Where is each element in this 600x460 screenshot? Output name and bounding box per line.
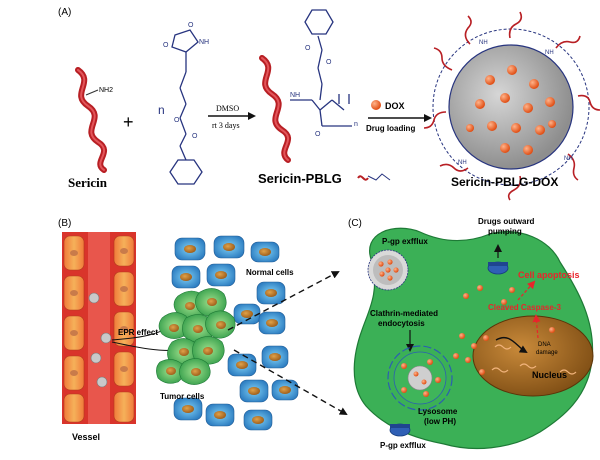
cell-apoptosis-label: Cell apoptosis: [518, 270, 580, 280]
normal-cells-label: Normal cells: [246, 268, 294, 277]
panel-c-label: (C): [348, 218, 362, 229]
nucleus-entry-arrow: [495, 336, 528, 354]
lysosome-label-1: Lysosome: [418, 407, 458, 416]
tumor-cells: [156, 288, 236, 385]
nca-o-side: O: [192, 133, 198, 140]
cleaved-caspase-label: Cleaved Caspase-3: [488, 303, 561, 312]
sericin-helix: [75, 67, 107, 173]
pgp-pump-top: [487, 244, 509, 275]
pgp-label-bottom: P-gp exfflux: [380, 441, 426, 450]
sericin-pblg-dox-nanoparticle: [423, 11, 600, 201]
clathrin-label-1: Clathrin-mediated: [370, 309, 438, 318]
pblg-nh: NH: [290, 92, 300, 99]
pgp-label-top: P-gp exfflux: [382, 237, 428, 246]
plus-sign: +: [123, 112, 134, 132]
nanoparticle-nh-3: NH: [564, 156, 573, 162]
sericin-pblg-legend-icon: [357, 173, 391, 181]
nucleus-label: Nucleus: [532, 370, 567, 380]
clathrin-label-2: endocytosis: [378, 319, 425, 328]
lysosome-label-2: (low PH): [424, 417, 456, 426]
panel-a-label: (A): [58, 7, 71, 18]
sericin-label: Sericin: [68, 175, 108, 190]
zoom-connector-top: [227, 271, 340, 331]
n-label: n: [158, 103, 165, 117]
reaction-condition-rt: rt 3 days: [212, 121, 240, 130]
nanoparticle-entering: [367, 249, 409, 291]
nca-o-top: O: [188, 22, 194, 29]
epr-effect-label: EPR effect: [118, 328, 158, 337]
pblg-o-2: O: [326, 59, 332, 66]
zoom-connector-bottom: [233, 349, 348, 415]
nca-monomer-structure: [169, 29, 203, 185]
nanoparticle-nh-1: NH: [479, 40, 488, 46]
sericin-pblg-label: Sericin-PBLG: [258, 171, 342, 186]
tumor-cells-label: Tumor cells: [160, 392, 205, 401]
released-dox: [453, 285, 555, 375]
blood-vessel: [62, 232, 136, 424]
dna-strands: [491, 344, 577, 375]
pblg-o-1: O: [305, 45, 311, 52]
dna-damage-label-2: damage: [536, 350, 558, 356]
caspase-to-apoptosis-arrow: [517, 280, 536, 301]
lysosome: [387, 345, 453, 411]
drug-loading-label: Drug loading: [366, 124, 415, 133]
nca-o-mid: O: [174, 117, 180, 124]
nh2-label: NH2: [99, 87, 113, 94]
normal-cells: [171, 235, 299, 431]
dna-damage-label-1: DNA: [538, 342, 551, 348]
dna-to-caspase-arrow: [532, 314, 541, 339]
drugs-outward-label-2: pumping: [488, 227, 522, 236]
dox-icon: [371, 100, 381, 110]
nanoparticle-nh-2: NH: [545, 50, 554, 56]
vessel-label: Vessel: [72, 432, 100, 442]
sericin-pblg-structure: [259, 9, 352, 163]
pgp-pump-bottom: [389, 423, 411, 437]
dox-label: DOX: [385, 101, 405, 111]
nanoparticle-nh-4: NH: [458, 160, 467, 166]
sericin-pblg-dox-label: Sericin-PBLG-DOX: [451, 175, 558, 189]
reaction-condition-dmso: DMSO: [216, 104, 239, 113]
drugs-outward-label-1: Drugs outward: [478, 217, 535, 226]
pblg-n: n: [354, 121, 358, 128]
nucleus: [472, 315, 594, 397]
panel-b-label: (B): [58, 218, 71, 229]
nca-nh: NH: [199, 39, 209, 46]
nca-o-left: O: [163, 42, 169, 49]
pblg-o-3: O: [315, 131, 321, 138]
